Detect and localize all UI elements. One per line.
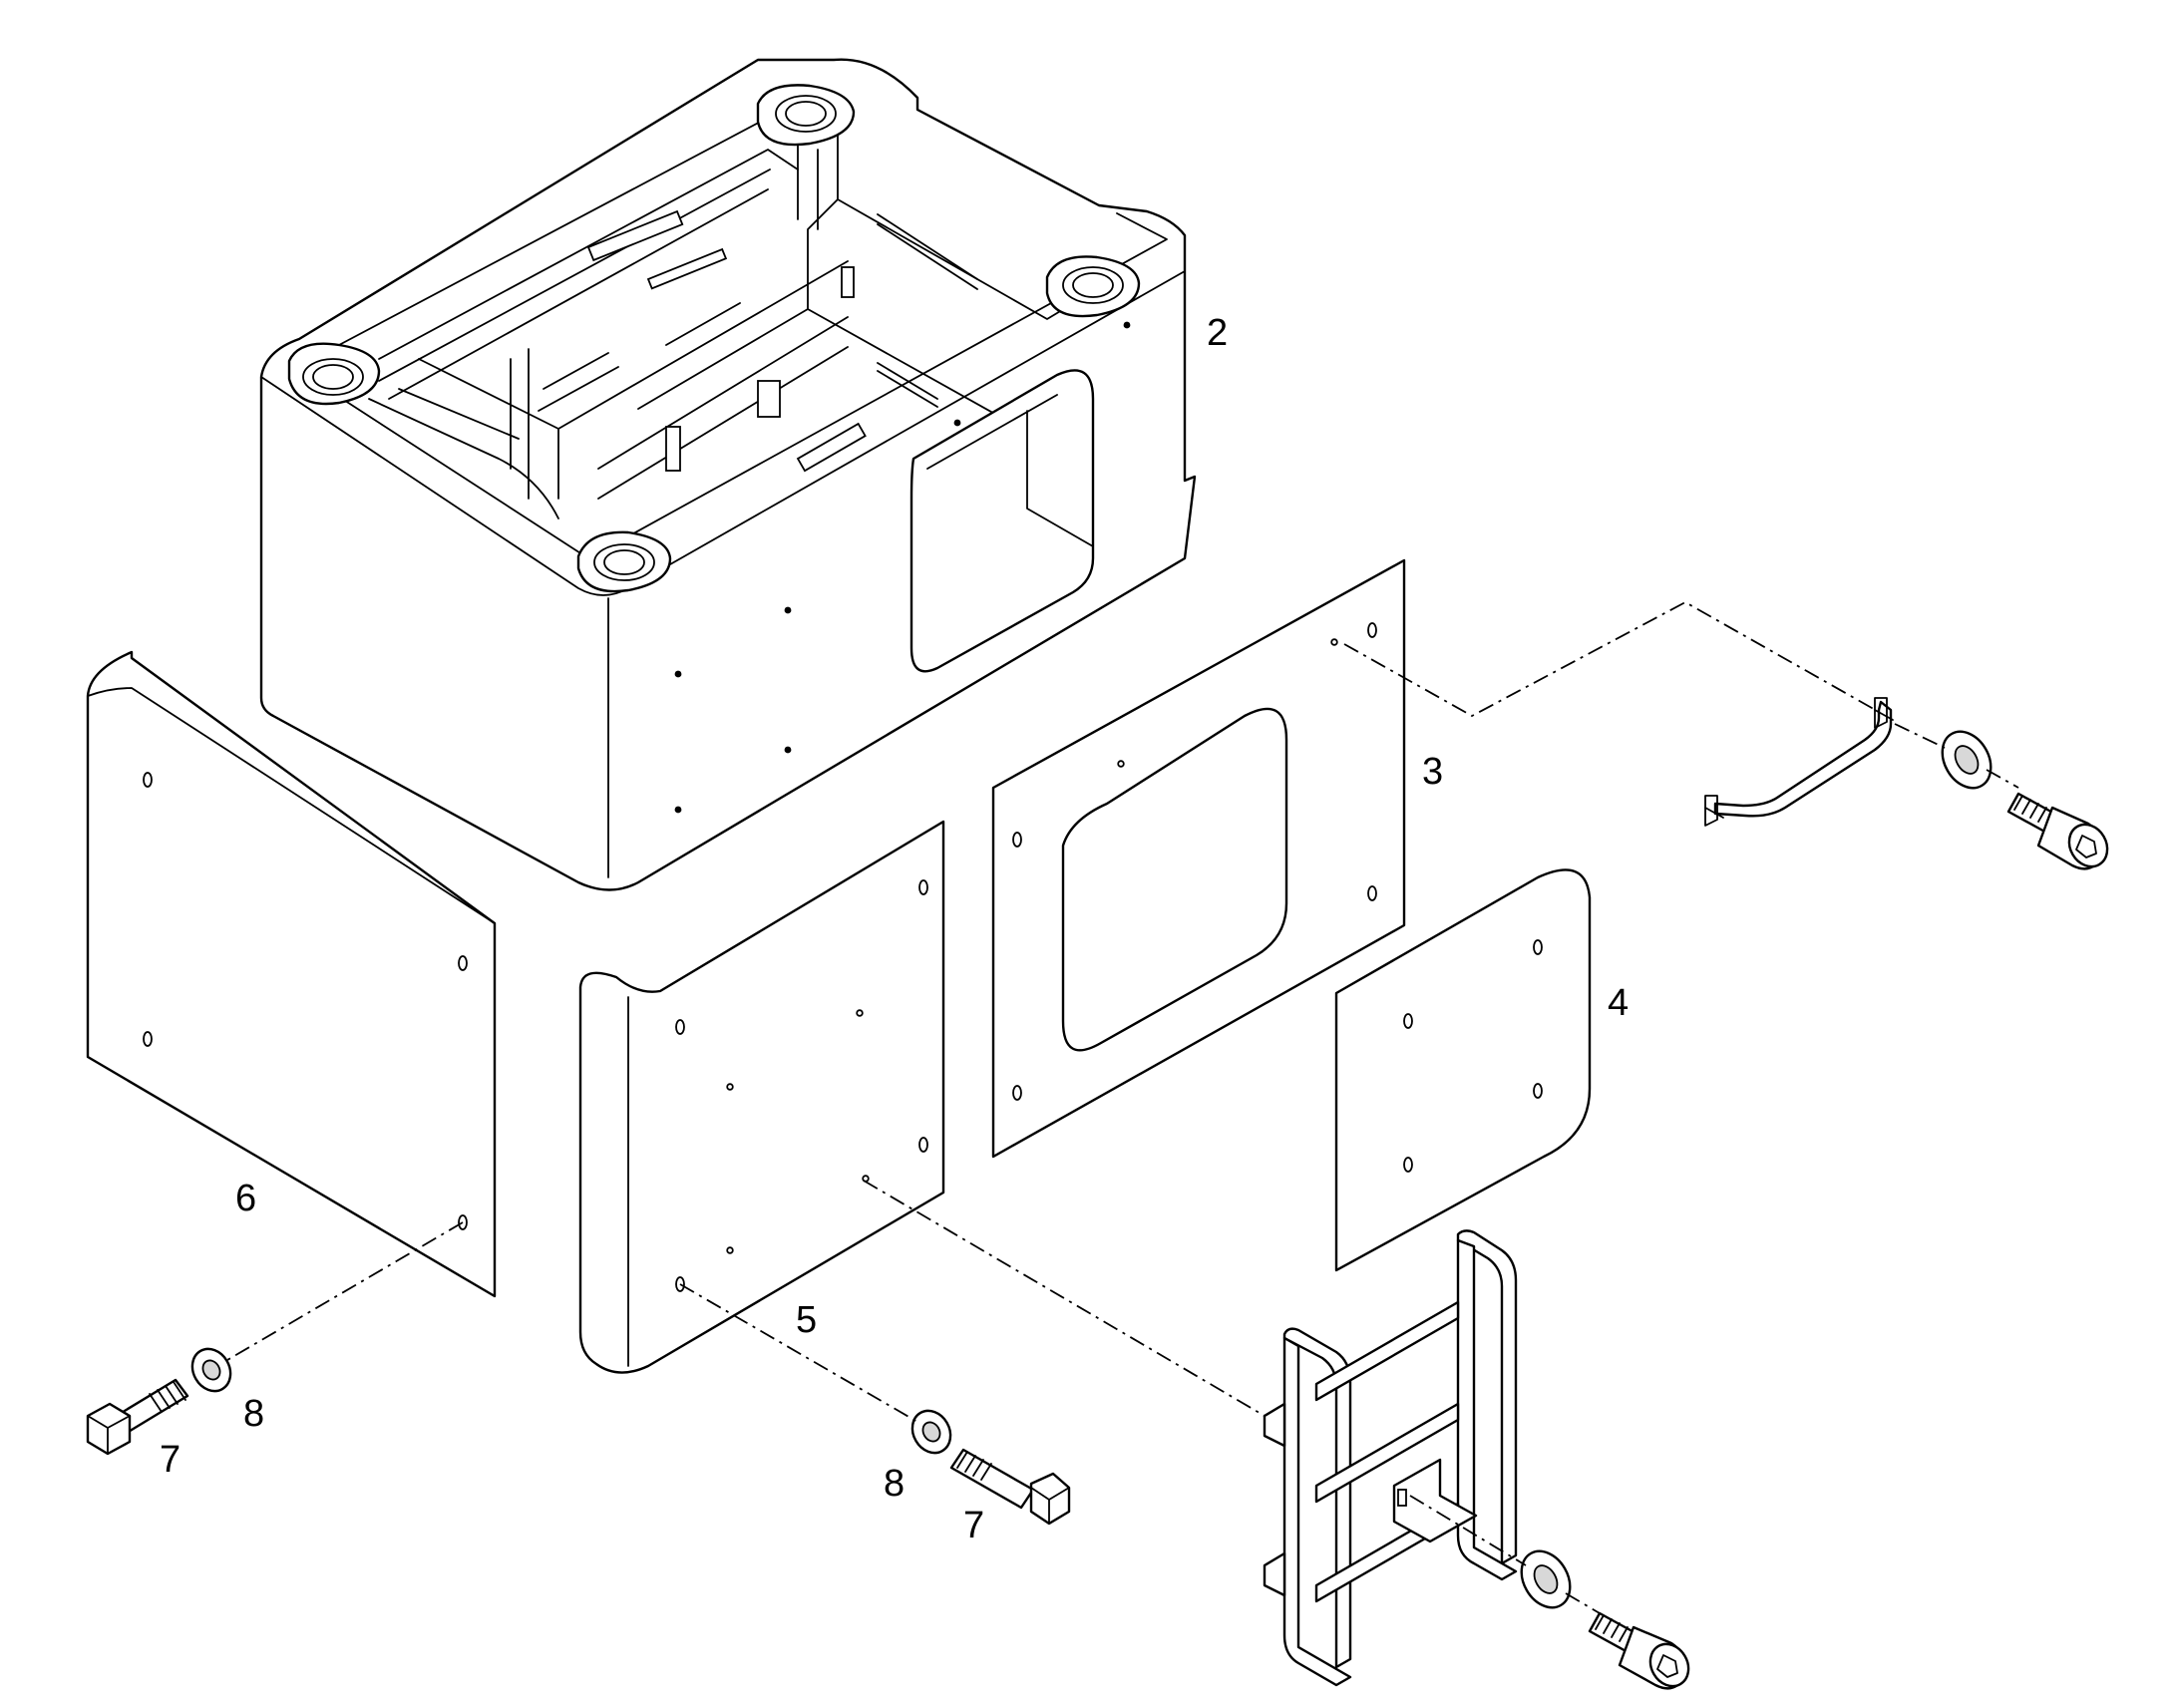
frame-hole-1 <box>784 606 792 614</box>
hex-bolt-left <box>86 1378 189 1456</box>
side-panel-hole-1 <box>1012 832 1022 848</box>
end-panel <box>86 650 497 1298</box>
frame-corner-socket-bl <box>756 84 856 147</box>
ladder-bracket <box>1392 1458 1478 1543</box>
frame-slot-4 <box>796 422 867 473</box>
frame-inner-rim <box>298 212 1168 559</box>
side-panel-hole-5 <box>1117 760 1125 768</box>
side-panel-hole-3 <box>1367 622 1377 638</box>
frame-hole-3 <box>784 746 792 754</box>
frame-corner-socket-fr <box>576 530 672 593</box>
frame-hole-2 <box>674 670 682 678</box>
callout-washer-left: 8 <box>243 1393 264 1435</box>
cap-screw-handle <box>2006 792 2109 870</box>
frame-slot-2 <box>646 247 728 290</box>
leader-ladder <box>863 1180 1601 1614</box>
ladder-rung-2 <box>1314 1402 1460 1504</box>
callout-end-panel: 6 <box>235 1178 256 1219</box>
ladder-tab-top <box>1263 1402 1286 1448</box>
front-panel-hole-3 <box>918 1137 928 1153</box>
front-panel-hole-2 <box>918 879 928 895</box>
frame-back-rail <box>378 149 799 400</box>
cover-plate-hole-1 <box>1403 1013 1413 1029</box>
callout-side-panel: 3 <box>1422 751 1443 793</box>
front-panel-hole-7 <box>726 1246 734 1254</box>
ladder-frame <box>1282 1238 1518 1687</box>
callout-cover-plate: 4 <box>1608 982 1629 1024</box>
callout-front-panel: 5 <box>796 1299 817 1341</box>
frame-bracket-1 <box>757 380 781 418</box>
ladder-bracket-slot <box>1397 1489 1407 1507</box>
leader-center-bolt <box>679 1283 918 1423</box>
cover-plate-hole-3 <box>1533 939 1543 955</box>
end-panel-hole-2 <box>143 1031 153 1047</box>
frame-bracket-3 <box>841 266 855 298</box>
frame-corner-socket-fl <box>287 342 381 406</box>
cover-plate-hole-2 <box>1403 1157 1413 1173</box>
leader-handle <box>1343 600 2019 789</box>
cover-plate <box>1334 868 1592 1272</box>
end-panel-sheet <box>86 650 497 1298</box>
washer-center <box>910 1409 952 1455</box>
front-panel-hole-1 <box>675 1019 685 1035</box>
main-frame <box>259 58 1197 891</box>
side-panel-hole-6 <box>1330 638 1338 646</box>
ladder-tab-bottom <box>1263 1551 1286 1597</box>
cover-plate-sheet <box>1334 868 1592 1272</box>
washer-left <box>190 1347 232 1393</box>
side-panel <box>991 558 1406 1159</box>
end-panel-hole-3 <box>458 955 468 971</box>
end-panel-fold <box>87 687 496 1058</box>
frame-window-inner <box>926 394 1094 547</box>
frame-hole-5 <box>953 419 961 427</box>
frame-mid-beam <box>557 316 849 500</box>
frame-window <box>909 369 1095 673</box>
frame-hole-4 <box>674 806 682 814</box>
callout-washer-center: 8 <box>884 1463 905 1505</box>
callout-bolt-left: 7 <box>160 1439 181 1481</box>
callout-frame: 2 <box>1207 312 1228 354</box>
ladder-rail-right <box>1456 1229 1518 1565</box>
side-panel-hole-4 <box>1367 885 1377 901</box>
hex-bolt-center <box>949 1448 1071 1526</box>
side-panel-window <box>1061 707 1288 1052</box>
frame-hole-6 <box>1123 321 1131 329</box>
front-panel-hole-5 <box>856 1009 864 1017</box>
frame-corner-socket-br <box>1045 255 1141 318</box>
end-panel-hole-1 <box>143 772 153 788</box>
front-panel <box>578 820 945 1374</box>
frame-bracket-2 <box>665 426 681 472</box>
frame-inner-wall-2 <box>510 139 819 500</box>
side-panel-hole-2 <box>1012 1085 1022 1101</box>
cover-plate-hole-4 <box>1533 1083 1543 1099</box>
front-panel-hole-6 <box>726 1083 734 1091</box>
grab-handle <box>1704 697 1894 827</box>
washer-ladder <box>1520 1549 1572 1609</box>
leader-left-bolt <box>226 1221 464 1361</box>
front-panel-sheet <box>578 820 945 1374</box>
washer-handle <box>1941 730 1993 790</box>
frame-slot-1 <box>586 209 684 262</box>
callout-bolt-center: 7 <box>963 1505 984 1546</box>
cap-screw-ladder <box>1588 1611 1690 1690</box>
ladder-step <box>1263 1229 1518 1687</box>
frame-body <box>259 58 1197 891</box>
frame-slot-3 <box>538 213 978 412</box>
ladder-rung-1 <box>1314 1300 1460 1402</box>
